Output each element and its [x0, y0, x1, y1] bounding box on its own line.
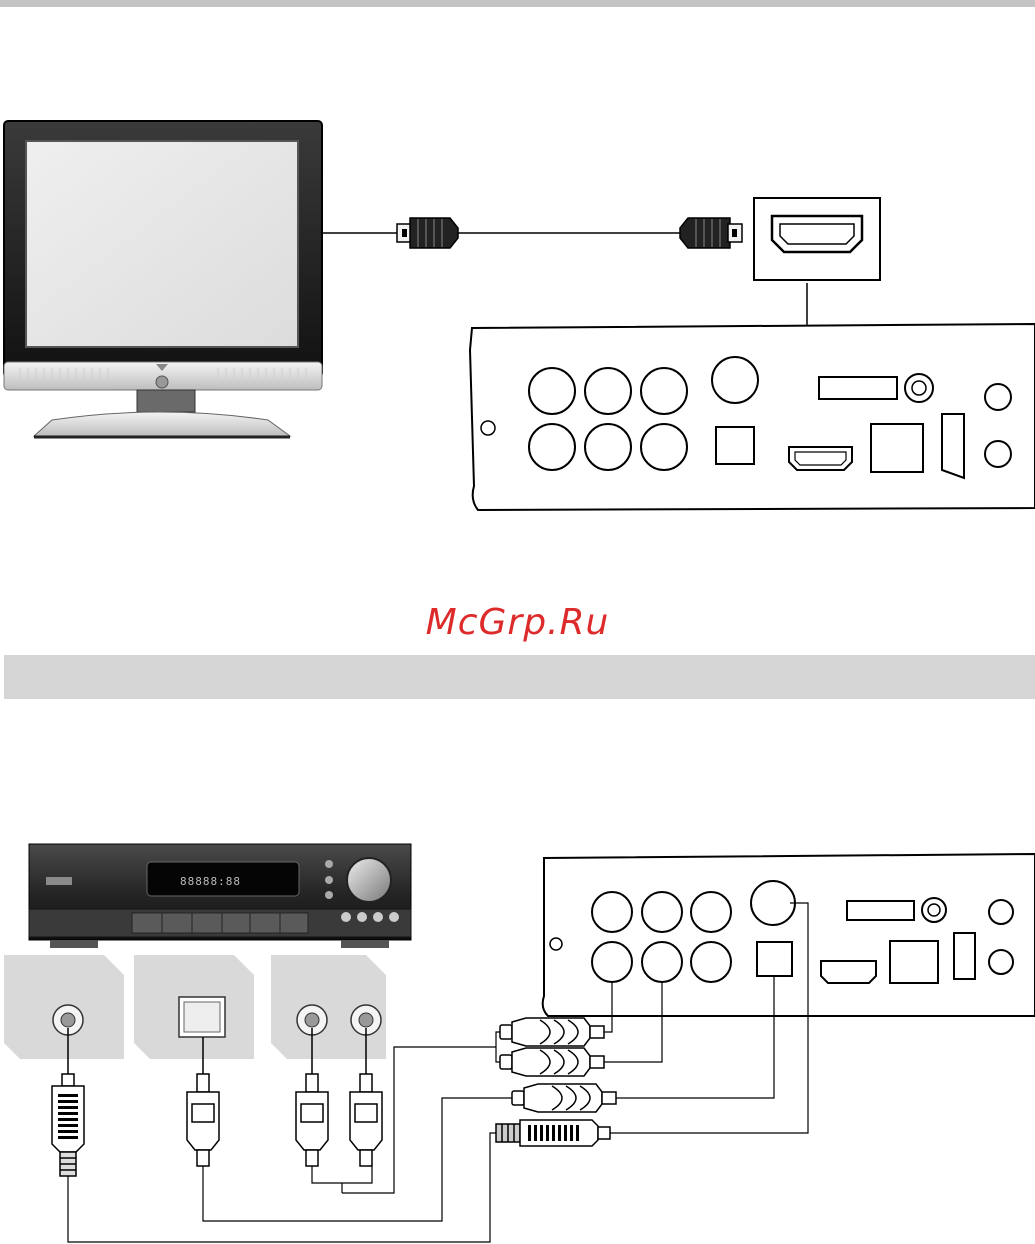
coaxial-output-jack	[712, 357, 758, 403]
small-jack	[985, 441, 1011, 467]
rca-jack	[641, 368, 687, 414]
tv-screen	[26, 141, 298, 347]
rca-jack	[691, 942, 731, 982]
av-receiver: 88888:88	[29, 844, 411, 948]
optical-output-port	[757, 942, 792, 976]
hdmi-port-inset	[754, 198, 880, 280]
small-jack	[985, 384, 1011, 410]
tv-stand-base	[34, 412, 290, 436]
usb-port	[954, 933, 975, 979]
receiver-coaxial-input	[4, 955, 124, 1059]
tv-monitor	[4, 121, 322, 437]
hdmi-output-port	[789, 447, 852, 470]
rca-jack	[592, 892, 632, 932]
hdmi-output-port	[821, 961, 876, 983]
audio-right-jack	[642, 942, 682, 982]
tv-power-button	[156, 376, 168, 388]
rca-jack	[529, 368, 575, 414]
tv-stand-neck	[137, 390, 195, 412]
usb-port	[942, 414, 964, 478]
receiver-optical-input	[134, 955, 254, 1059]
rca-jack	[642, 892, 682, 932]
coaxial-output-jack	[751, 881, 795, 925]
svg-text:88888:88: 88888:88	[180, 875, 241, 888]
coaxial-cable-plug	[496, 1120, 610, 1146]
player-rear-panel-top	[470, 324, 1035, 510]
scart-port	[847, 901, 914, 920]
hdmi-plug-right	[680, 218, 730, 248]
lan-port	[890, 941, 938, 983]
rca-jack	[585, 368, 631, 414]
receiver-power-button	[46, 877, 72, 885]
rca-jack	[529, 424, 575, 470]
rca-jack	[585, 424, 631, 470]
panel-screw	[481, 421, 495, 435]
lan-port	[871, 424, 923, 472]
volume-knob	[347, 858, 391, 902]
analog-cable-plugs	[500, 1018, 604, 1076]
hdmi-cable	[322, 218, 742, 248]
rca-jack	[691, 892, 731, 932]
optical-output-port	[716, 427, 754, 464]
audio-left-jack	[592, 942, 632, 982]
receiver-analog-inputs	[271, 955, 386, 1059]
rca-jack	[641, 424, 687, 470]
player-rear-panel-bottom	[543, 854, 1035, 1016]
scart-port	[819, 377, 897, 399]
optical-cable-plug	[512, 1084, 616, 1112]
